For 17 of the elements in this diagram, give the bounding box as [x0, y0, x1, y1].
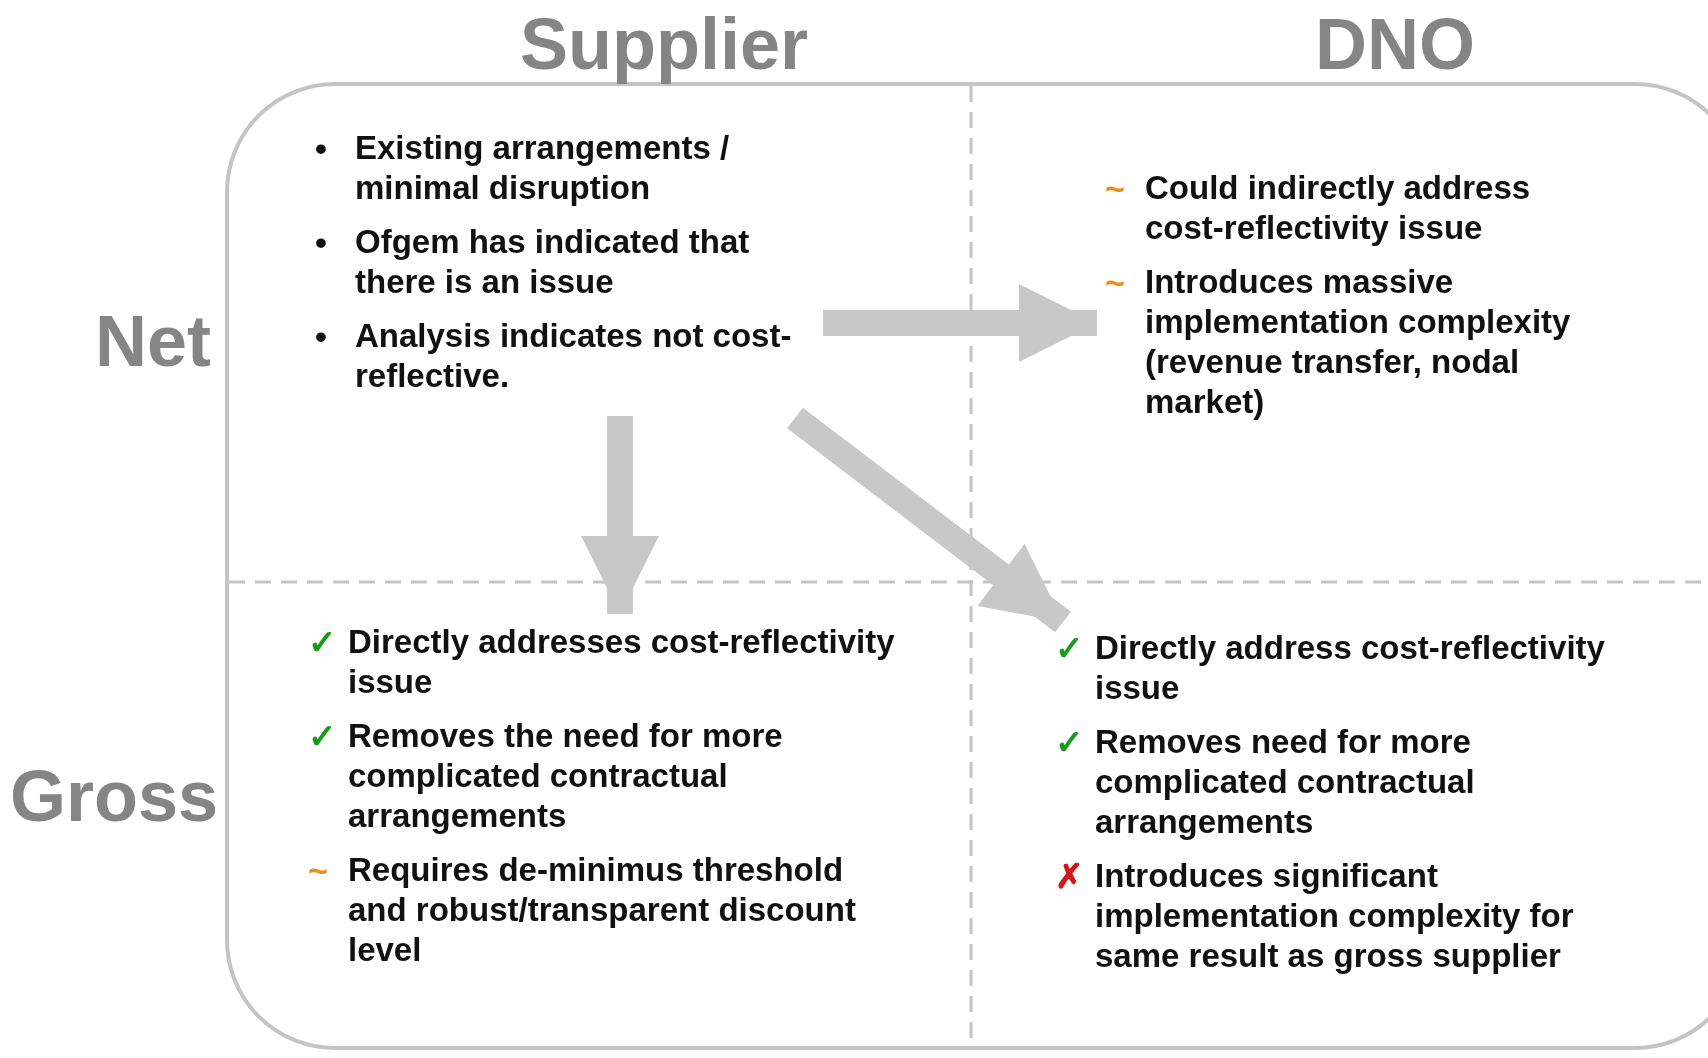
- column-heading: DNO: [1315, 8, 1475, 80]
- block-arrow: [787, 407, 1071, 633]
- assessment-point: ~ Requires de-minimus threshold and robust/transparent discount level: [308, 850, 857, 970]
- assessment-point: ✓ Directly address cost-reflectivity issue: [1055, 628, 1606, 708]
- assessment-point: ✓ Directly addresses cost-reflectivity issue: [308, 622, 896, 702]
- assessment-point: • Ofgem has indicated that there is an issue: [315, 222, 751, 302]
- assessment-point: ✓ Removes the need for more complicated contractual arrangements: [308, 716, 784, 836]
- row-heading: Gross: [10, 760, 219, 832]
- assessment-point: • Existing arrangements / minimal disruption: [315, 128, 731, 208]
- assessment-point: ✓ Removes need for more complicated contractual arrangements: [1055, 722, 1476, 842]
- assessment-point: ✗ Introduces significant implementation complexity for same result as gross supplier: [1055, 856, 1575, 976]
- block-arrow: [581, 416, 659, 614]
- assessment-point: ~ Could indirectly address cost-reflectivity issue: [1105, 168, 1532, 248]
- row-heading: Net: [95, 305, 211, 377]
- block-arrow: [823, 284, 1097, 362]
- assessment-point: ~ Introduces massive implementation complexity (revenue transfer, nodal market): [1105, 262, 1572, 422]
- assessment-point: • Analysis indicates not cost-reflective.: [315, 316, 793, 396]
